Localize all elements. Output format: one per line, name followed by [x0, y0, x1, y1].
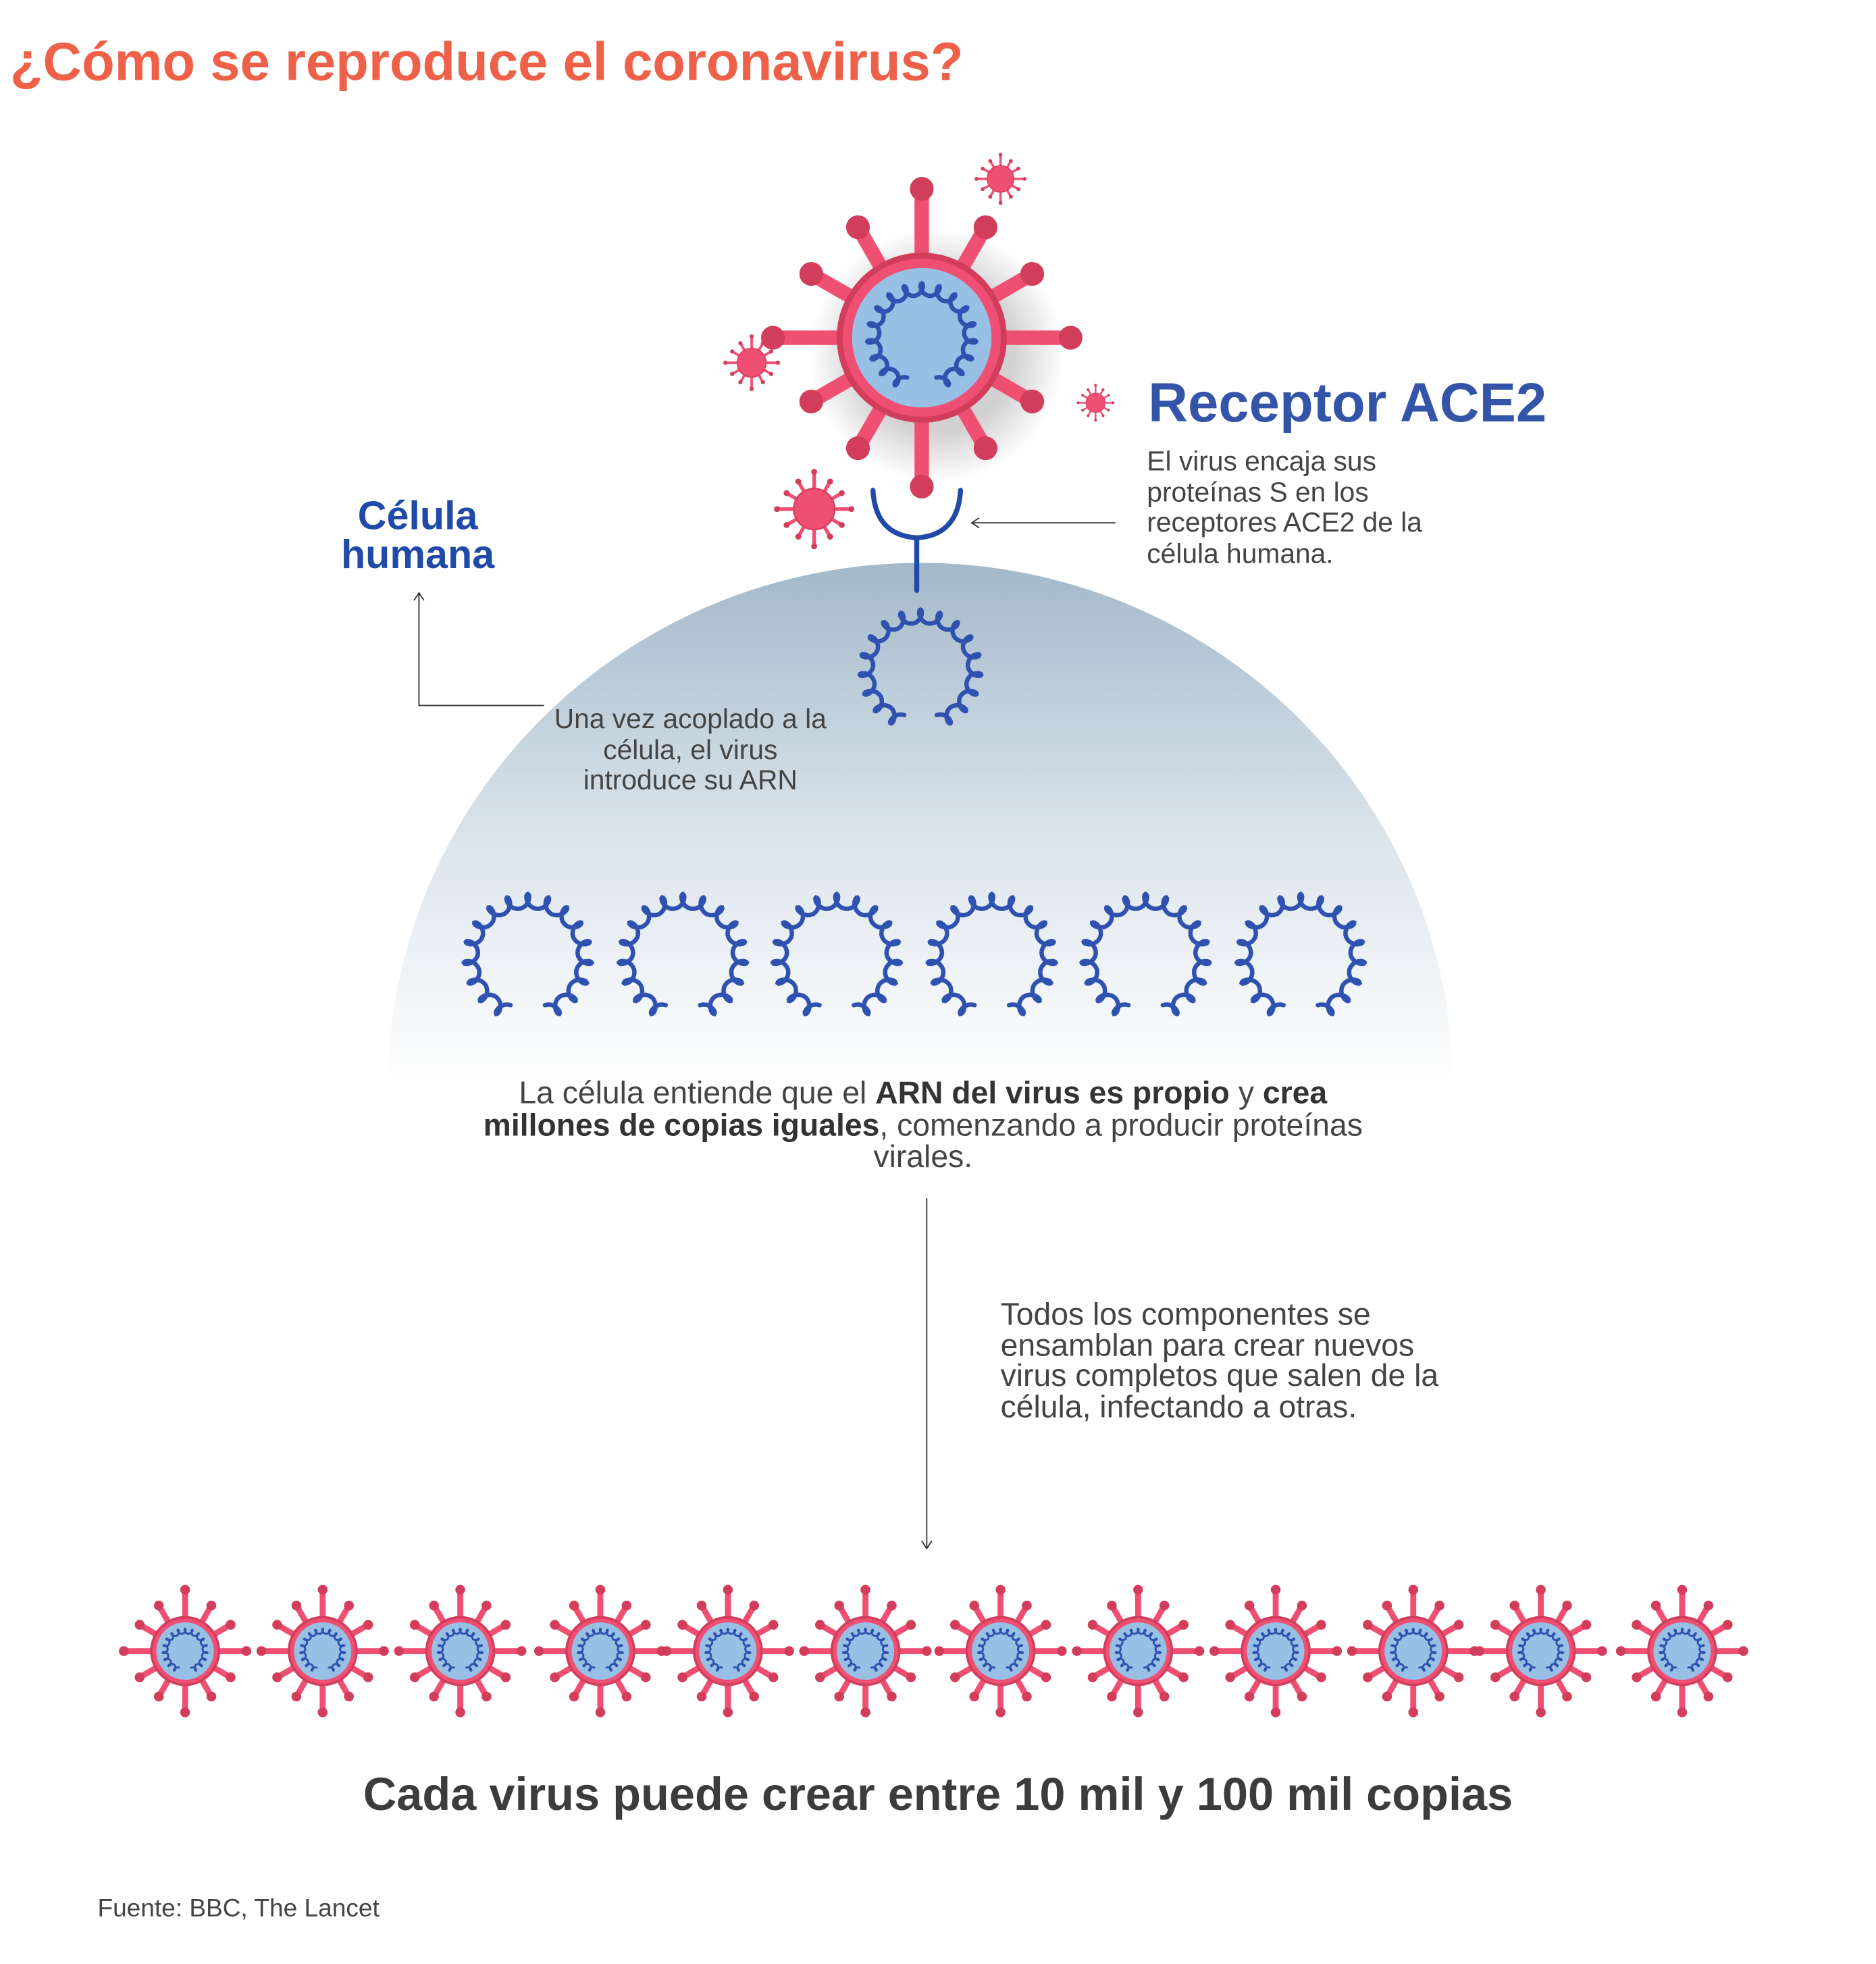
new-virus-icon: [1209, 1584, 1343, 1717]
new-virus-icon: [119, 1584, 252, 1717]
receptor-description: El virus encaja sus proteínas S en los r…: [1147, 445, 1422, 569]
replication-text-3: , comenzando a producir proteínas virale…: [873, 1107, 1363, 1175]
replication-text-1: La célula entiende que el: [519, 1075, 876, 1111]
virus-rna-icon: [1517, 1627, 1565, 1672]
rna-copy-icon: [770, 891, 904, 1016]
small-virus-icon: [974, 153, 1027, 205]
receptor-heading: Receptor ACE2: [1148, 372, 1547, 434]
ace2-receptor-icon: [870, 488, 964, 593]
virus-rna-icon: [436, 1627, 484, 1672]
rna-copy-icon: [1078, 891, 1213, 1016]
new-virus-icon: [533, 1584, 667, 1717]
virus-rna-icon: [298, 1627, 346, 1672]
rna-copy-icon: [616, 891, 750, 1016]
source-note: Fuente: BBC, The Lancet: [97, 1894, 380, 1923]
replication-description: La célula entiende que el ARN del virus …: [475, 1075, 1371, 1175]
page-title: ¿Cómo se reproduce el coronavirus?: [9, 32, 964, 93]
virus-rna-icon: [841, 1627, 889, 1672]
virus-rna-icon: [161, 1627, 209, 1672]
rna-copy-icon: [461, 891, 595, 1016]
new-virus-icon: [256, 1584, 389, 1717]
small-virus-icon: [1076, 384, 1115, 422]
virus-rna-icon: [704, 1627, 752, 1672]
new-virus-icon: [1615, 1584, 1748, 1717]
conclusion-heading: Cada virus puede crear entre 10 mil y 10…: [363, 1768, 1513, 1820]
human-cell: [388, 563, 1454, 1089]
new-virus-icon: [394, 1584, 527, 1717]
new-virus-icon: [799, 1584, 932, 1717]
virus-rna-icon: [1658, 1627, 1706, 1672]
new-virus-icon: [1347, 1584, 1480, 1717]
small-virus-icon: [723, 334, 781, 392]
new-virus-icon: [934, 1584, 1067, 1717]
virus-rna-icon: [1389, 1627, 1437, 1672]
rna-icon: [857, 607, 984, 726]
replication-text-2: y: [1229, 1075, 1263, 1111]
attach-description: Una vez acoplado a la célula, el virus i…: [554, 702, 827, 796]
coronavirus-icon: [760, 177, 1083, 499]
new-virus-icon: [1474, 1584, 1607, 1717]
new-virus-icon: [661, 1584, 794, 1717]
virus-rna-icon: [864, 280, 979, 388]
cell-label: Célula humana: [340, 492, 495, 577]
replication-bold-1: ARN del virus es propio: [875, 1075, 1230, 1111]
cell-label-arrow: [413, 592, 544, 706]
virus-rna-icon: [576, 1627, 625, 1672]
virus-rna-icon: [976, 1627, 1024, 1672]
rna-copy-icon: [1234, 891, 1367, 1016]
virus-rna-icon: [1114, 1627, 1162, 1672]
replication-bold-2: crea millones de copias iguales: [483, 1075, 1328, 1143]
virus-rna-icon: [1251, 1627, 1300, 1672]
rna-copy-icon: [925, 891, 1059, 1016]
new-virus-icon: [1072, 1584, 1205, 1717]
small-virus-icon: [774, 469, 855, 550]
assembly-description: Todos los componentes se ensamblan para …: [1000, 1297, 1439, 1424]
